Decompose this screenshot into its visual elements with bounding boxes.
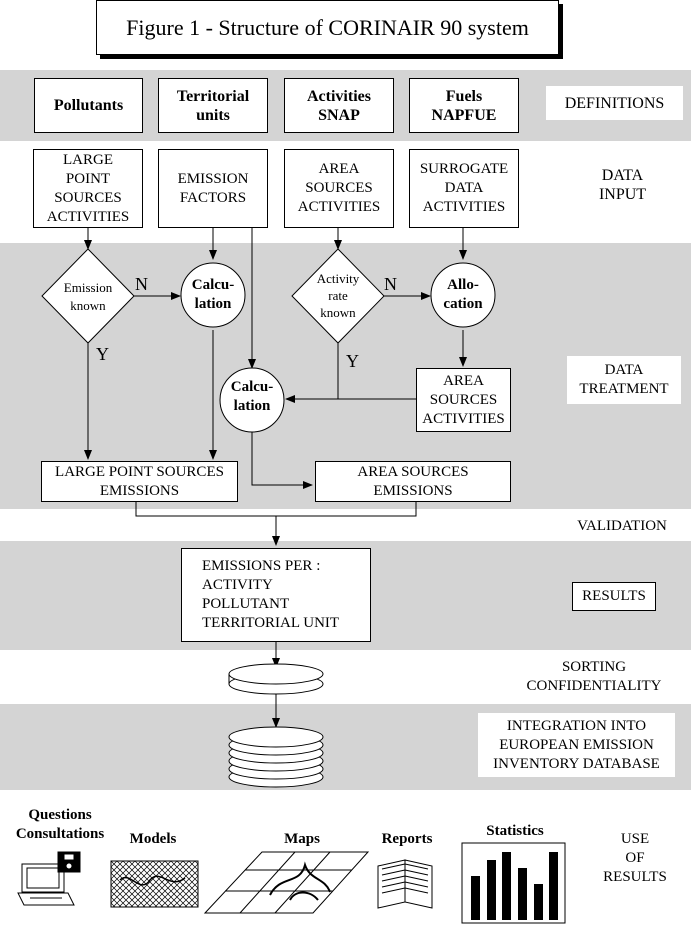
large-point-sources-emissions-box: LARGE POINT SOURCES EMISSIONS <box>41 461 238 502</box>
integration-label: INTEGRATION INTO EUROPEAN EMISSION INVEN… <box>478 713 675 777</box>
fuels-napfue-box: Fuels NAPFUE <box>409 78 519 133</box>
reports-label: Reports <box>381 831 433 847</box>
yes-label-1: Y <box>96 344 109 364</box>
no-label-2: N <box>384 274 397 294</box>
allocation-circle: Allo- cation <box>443 277 483 312</box>
activity-rate-known-decision: Activity rate known <box>316 271 360 320</box>
activities-snap-box: Activities SNAP <box>284 78 394 133</box>
emission-known-decision: Emission known <box>63 280 113 313</box>
area-sources-activities-treatment-box: AREA SOURCES ACTIVITIES <box>416 368 511 432</box>
computer-icon <box>17 851 81 906</box>
models-icon <box>110 860 199 908</box>
surrogate-data-activities-box: SURROGATE DATA ACTIVITIES <box>409 149 519 228</box>
use-of-results-label: USE OF RESULTS <box>603 831 667 885</box>
large-point-sources-activities-box: LARGE POINT SOURCES ACTIVITIES <box>33 149 143 228</box>
validation-label: VALIDATION <box>577 518 667 534</box>
data-input-label: DATA INPUT <box>598 167 647 203</box>
maps-label: Maps <box>284 831 320 847</box>
no-label-1: N <box>135 274 148 294</box>
maps-icon <box>203 851 370 914</box>
yes-label-2: Y <box>346 351 359 371</box>
definitions-label: DEFINITIONS <box>546 86 683 120</box>
statistics-icon <box>461 842 566 924</box>
results-label: RESULTS <box>572 582 656 611</box>
calculation-circle-2: Calcu- lation <box>230 379 274 414</box>
calculation-circle-1: Calcu- lation <box>191 277 235 312</box>
models-label: Models <box>129 831 177 847</box>
territorial-units-box: Territorial units <box>158 78 268 133</box>
questions-consultations-label: Questions Consultations <box>15 807 105 842</box>
area-sources-emissions-box: AREA SOURCES EMISSIONS <box>315 461 511 502</box>
statistics-label: Statistics <box>486 823 544 839</box>
sorting-confidentiality-label: SORTING CONFIDENTIALITY <box>526 659 662 694</box>
figure-title: Figure 1 - Structure of CORINAIR 90 syst… <box>96 0 559 55</box>
emissions-per-box: EMISSIONS PER : ACTIVITY POLLUTANT TERRI… <box>181 548 371 642</box>
emission-factors-box: EMISSION FACTORS <box>158 149 268 228</box>
reports-icon <box>377 859 433 909</box>
data-treatment-label: DATA TREATMENT <box>567 356 681 404</box>
area-sources-activities-box: AREA SOURCES ACTIVITIES <box>284 149 394 228</box>
pollutants-box: Pollutants <box>34 78 143 133</box>
